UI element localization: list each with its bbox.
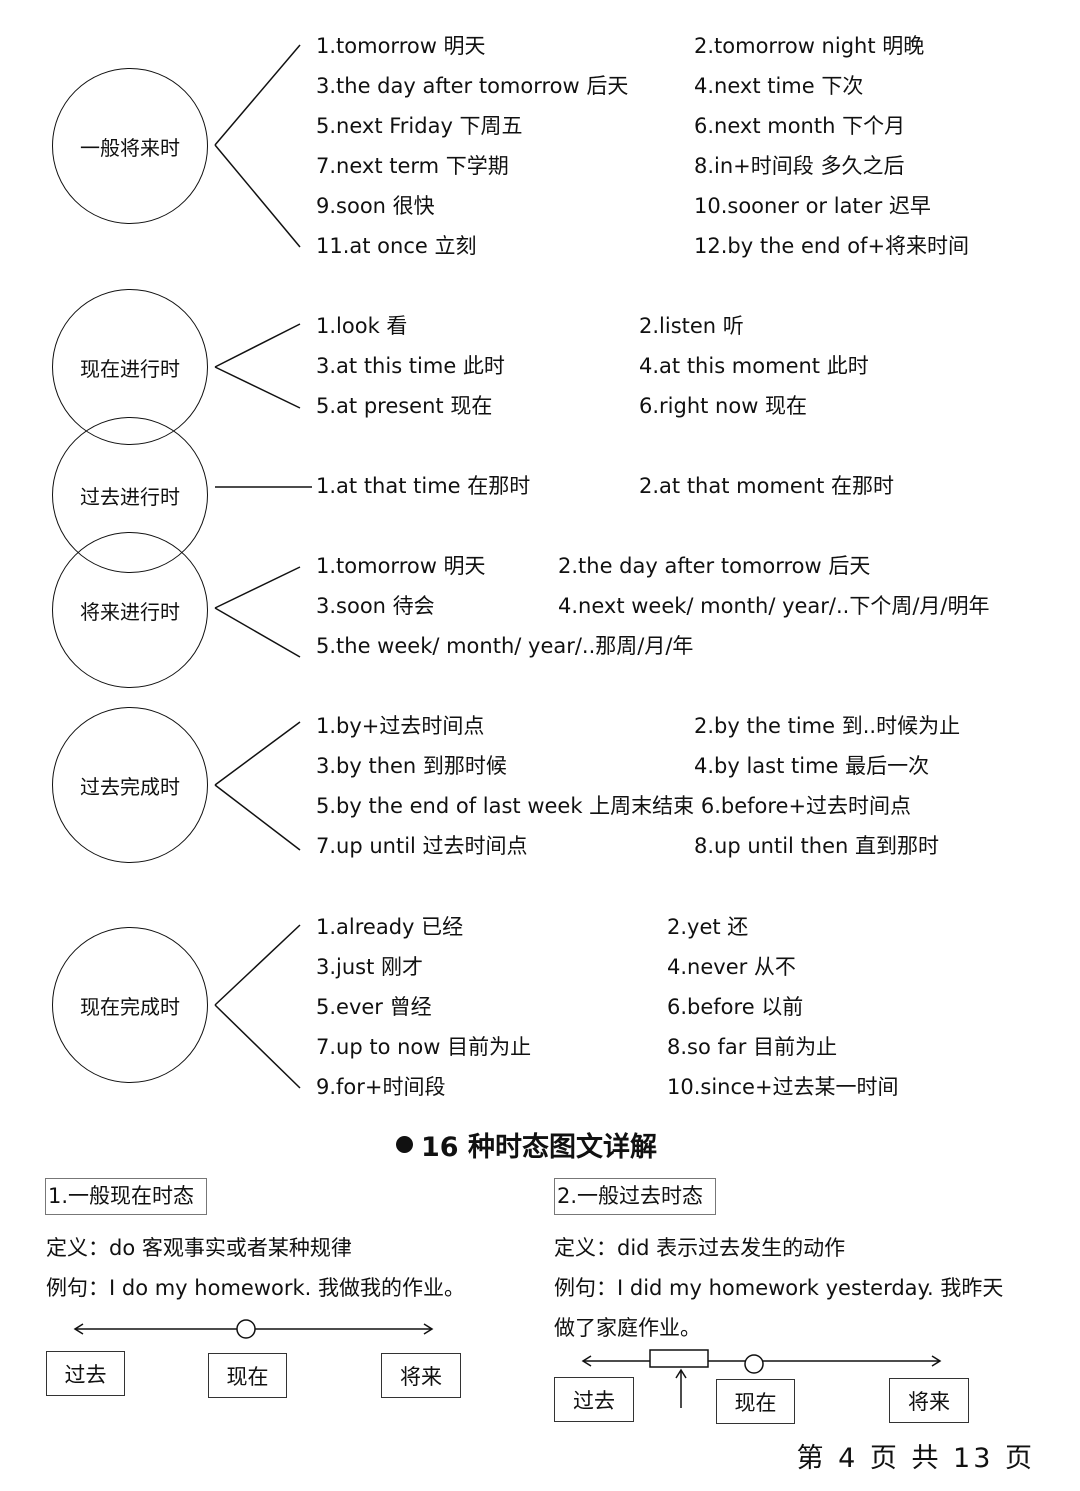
list-item: 2.listen 听 [639, 314, 744, 338]
timeline-now-box: 现在 [716, 1379, 795, 1424]
list-item: 7.next term 下学期 [316, 154, 509, 178]
list-item: 3.the day after tomorrow 后天 [316, 74, 629, 98]
timeline-past-box: 过去 [46, 1351, 125, 1396]
list-item: 1.by+过去时间点 [316, 714, 485, 738]
tense-label: 将来进行时 [80, 599, 180, 624]
list-item: 4.next week/ month/ year/..下个周/月/明年 [558, 594, 990, 618]
tense-label: 过去完成时 [80, 774, 180, 799]
timeline-future-box: 将来 [889, 1378, 969, 1423]
timeline-past-box: 过去 [554, 1377, 634, 1422]
list-item: 2.yet 还 [667, 915, 749, 939]
tense1-example: 例句：I do my homework. 我做我的作业。 [46, 1276, 465, 1300]
list-item: 3.soon 待会 [316, 594, 435, 618]
list-item: 2.by the time 到..时候为止 [694, 714, 961, 738]
list-item: 5.ever 曾经 [316, 995, 432, 1019]
list-item: 4.at this moment 此时 [639, 354, 869, 378]
list-item: 8.up until then 直到那时 [694, 834, 939, 858]
timeline-future-box: 将来 [381, 1353, 461, 1398]
tense-circle-past-perfect: 过去完成时 [52, 707, 208, 863]
list-item: 2.the day after tomorrow 后天 [558, 554, 871, 578]
list-item: 4.by last time 最后一次 [694, 754, 930, 778]
tense1-heading: 1.一般现在时态 [45, 1178, 207, 1216]
list-item: 8.in+时间段 多久之后 [694, 154, 905, 178]
tense2-heading: 2.一般过去时态 [554, 1178, 716, 1216]
list-item: 6.before 以前 [667, 995, 804, 1019]
list-item: 10.sooner or later 迟早 [694, 194, 931, 218]
list-item: 1.already 已经 [316, 915, 464, 939]
list-item: 5.at present 现在 [316, 394, 493, 418]
tense-label: 现在完成时 [80, 994, 180, 1019]
list-item: 1.look 看 [316, 314, 408, 338]
list-item: 9.for+时间段 [316, 1075, 446, 1099]
list-item: 9.soon 很快 [316, 194, 435, 218]
list-item: 3.by then 到那时候 [316, 754, 507, 778]
list-item: 12.by the end of+将来时间 [694, 234, 970, 258]
list-item: 10.since+过去某一时间 [667, 1075, 899, 1099]
list-item: 5.by the end of last week 上周末结束 6.before… [316, 794, 912, 818]
tense-circle-present-perfect: 现在完成时 [52, 927, 208, 1083]
tense-label: 现在进行时 [80, 356, 180, 381]
list-item: 7.up until 过去时间点 [316, 834, 528, 858]
timeline-label: 现在 [226, 1364, 269, 1389]
list-item: 1.at that time 在那时 [316, 474, 531, 498]
list-item: 1.tomorrow 明天 [316, 34, 486, 58]
tense2-example-line1: 例句：I did my homework yesterday. 我昨天 [554, 1276, 1004, 1300]
section-title-text: 16 种时态图文详解 [421, 1132, 657, 1163]
tense-circle-future-continuous: 将来进行时 [52, 532, 208, 688]
list-item: 3.at this time 此时 [316, 354, 505, 378]
tense2-example-line2: 做了家庭作业。 [554, 1316, 701, 1340]
tense2-definition: 定义：did 表示过去发生的动作 [554, 1236, 846, 1260]
timeline-label: 过去 [64, 1362, 107, 1387]
list-item: 5.the week/ month/ year/..那周/月/年 [316, 634, 694, 658]
timeline-label: 将来 [400, 1364, 442, 1389]
tense-label: 一般将来时 [80, 135, 180, 160]
list-item: 2.at that moment 在那时 [639, 474, 895, 498]
list-item: 7.up to now 目前为止 [316, 1035, 532, 1059]
list-item: 4.never 从不 [667, 955, 796, 979]
tense1-definition: 定义：do 客观事实或者某种规律 [46, 1236, 352, 1260]
list-item: 11.at once 立刻 [316, 234, 477, 258]
page-number: 第 4 页 共 13 页 [796, 1443, 1035, 1474]
section-title: 16 种时态图文详解 [396, 1125, 657, 1164]
tense-circle-future-simple: 一般将来时 [52, 68, 208, 224]
list-item: 5.next Friday 下周五 [316, 114, 523, 138]
list-item: 6.next month 下个月 [694, 114, 906, 138]
timeline-label: 过去 [573, 1388, 615, 1413]
timeline-now-box: 现在 [208, 1353, 287, 1398]
timeline-label: 将来 [908, 1389, 950, 1414]
list-item: 4.next time 下次 [694, 74, 864, 98]
list-item: 1.tomorrow 明天 [316, 554, 486, 578]
list-item: 6.right now 现在 [639, 394, 808, 418]
list-item: 2.tomorrow night 明晚 [694, 34, 925, 58]
timeline-label: 现在 [734, 1390, 777, 1415]
list-item: 8.so far 目前为止 [667, 1035, 838, 1059]
tense-label: 过去进行时 [80, 484, 180, 509]
list-item: 3.just 刚才 [316, 955, 424, 979]
bullet-icon [396, 1136, 413, 1153]
